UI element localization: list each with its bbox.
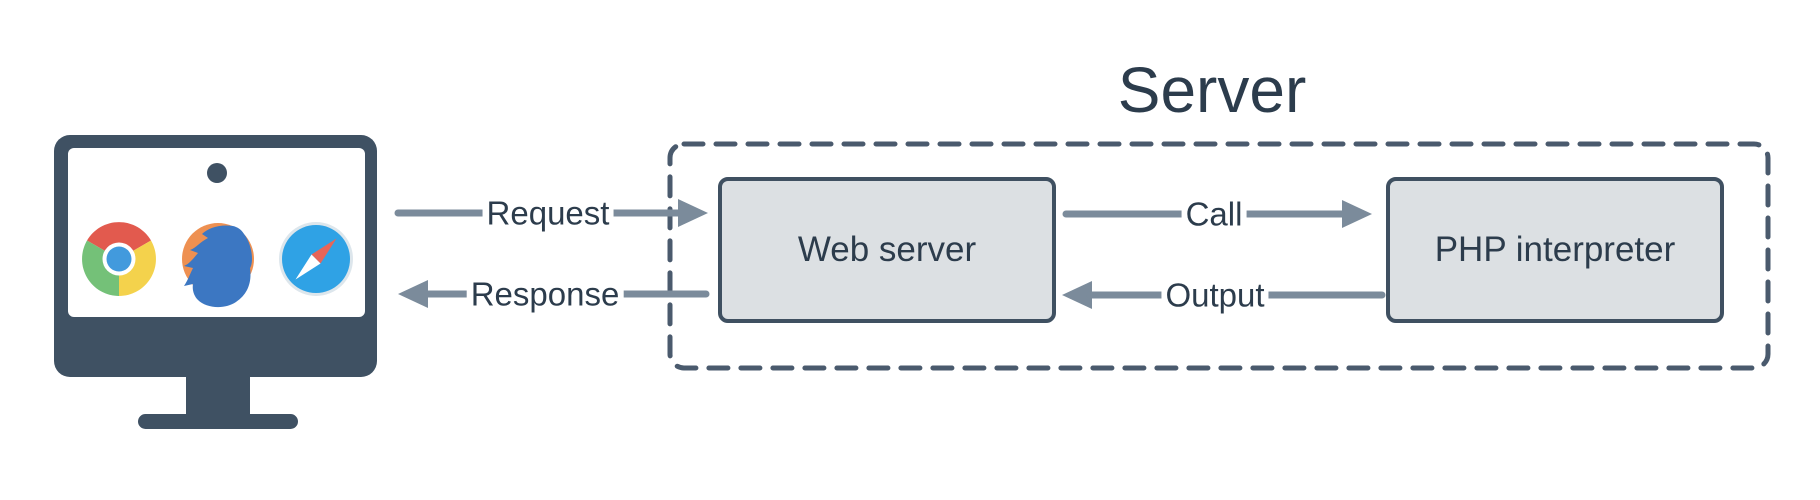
arrowhead-right-icon (1342, 200, 1372, 228)
monitor-stand-neck (186, 377, 250, 417)
server-boundary-dashed-box (667, 141, 1771, 371)
arrowhead-right-icon (678, 199, 708, 227)
chrome-icon (82, 222, 156, 296)
web-server-node: Web server (718, 177, 1056, 323)
arrowhead-left-icon (1062, 281, 1092, 309)
php-interpreter-node: PHP interpreter (1386, 177, 1724, 323)
firefox-icon (182, 223, 254, 308)
compass-needle-red (311, 238, 337, 264)
request-arrow (394, 199, 708, 227)
monitor-icon (54, 135, 377, 429)
php-interpreter-label: PHP interpreter (1434, 230, 1676, 269)
call-arrow-label: Call (1181, 197, 1247, 231)
compass-needle-white (295, 254, 321, 280)
call-arrow (1062, 200, 1372, 228)
safari-icon (279, 222, 353, 296)
arrowhead-left-icon (398, 280, 428, 308)
web-server-label: Web server (797, 230, 977, 269)
output-arrow-label: Output (1161, 278, 1269, 312)
request-arrow-label: Request (482, 196, 614, 230)
camera-dot-icon (207, 163, 227, 183)
response-arrow-label: Response (466, 277, 624, 311)
output-arrow (1062, 281, 1386, 309)
server-group-title: Server (1117, 54, 1307, 126)
monitor-stand-base (138, 414, 298, 429)
